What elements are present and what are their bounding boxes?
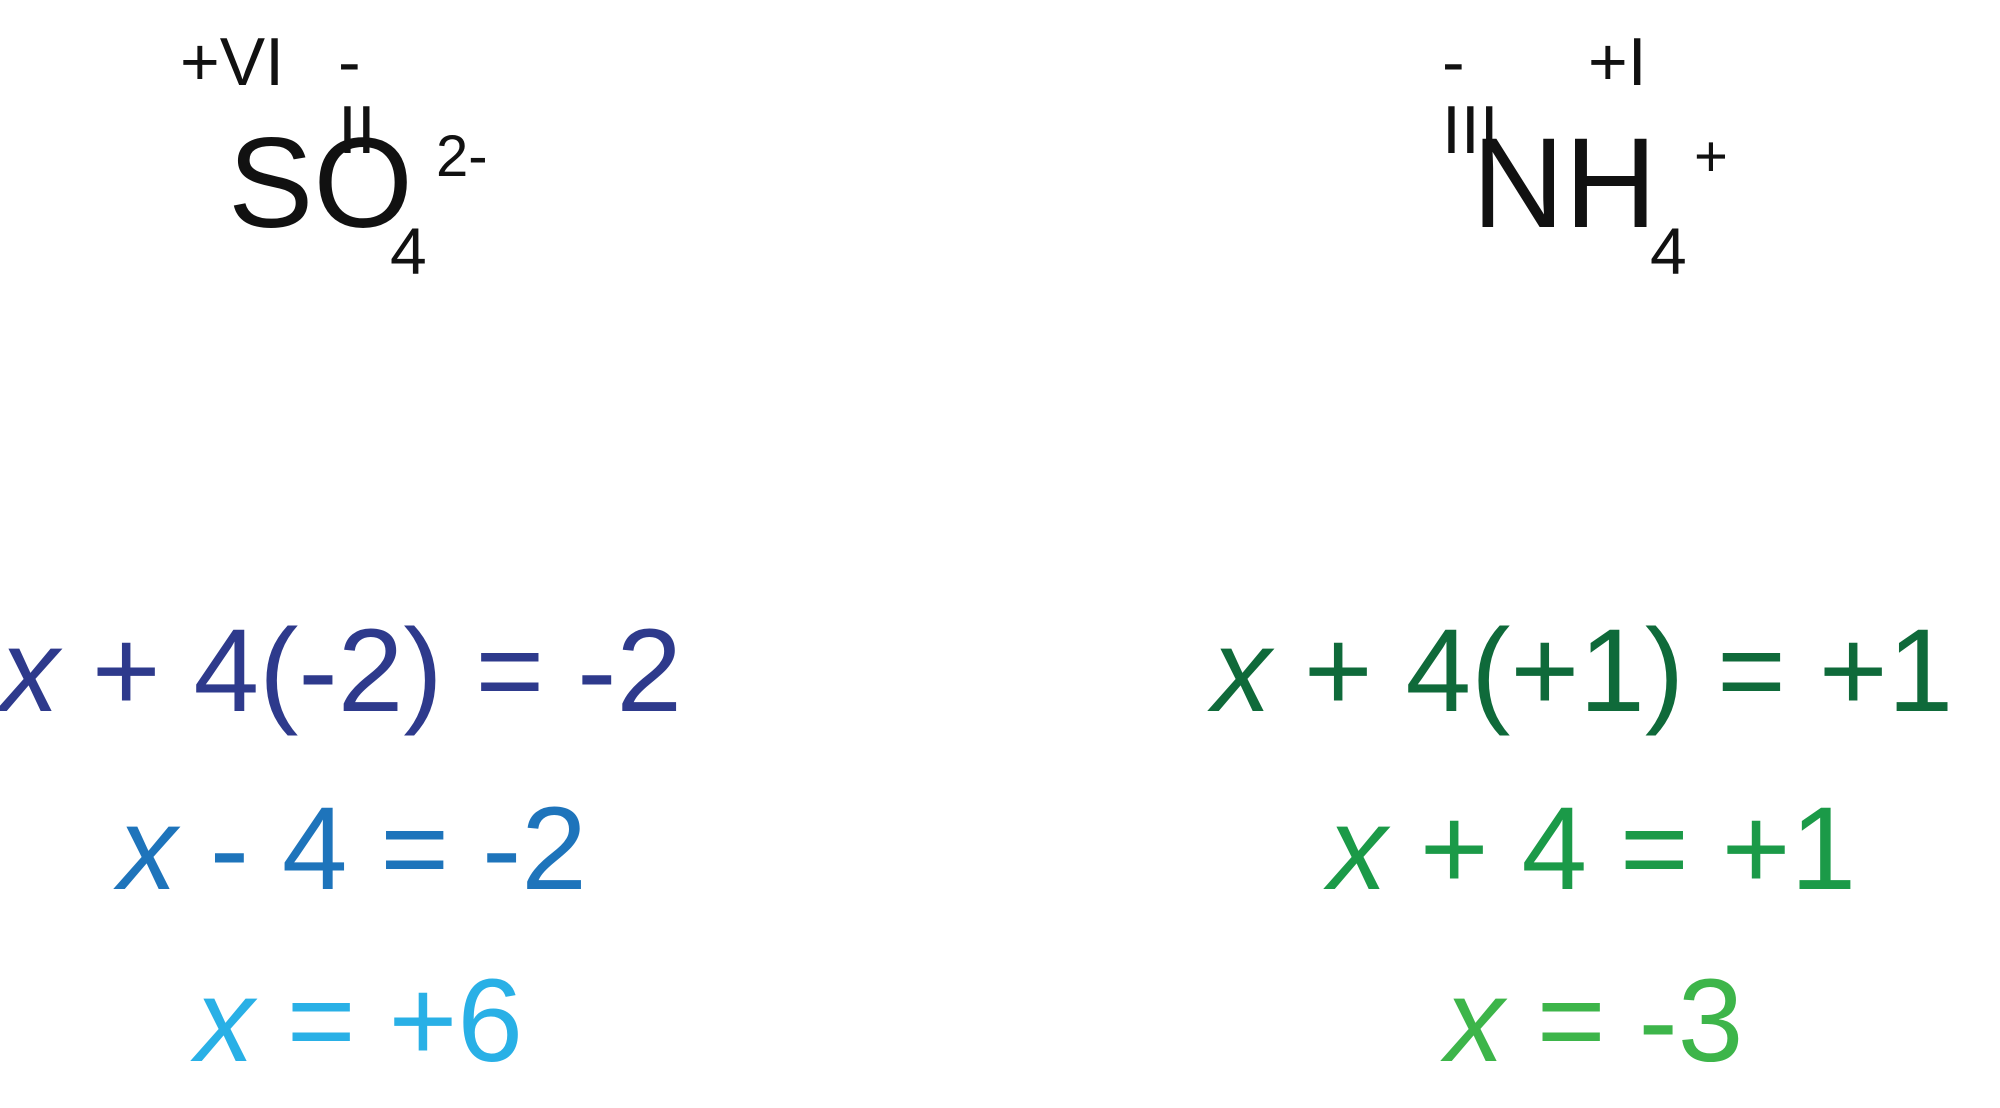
variable-x: x [0, 605, 59, 737]
equation-rest: = -3 [1504, 955, 1744, 1087]
ammonium-formula: NH [1472, 112, 1657, 255]
ammonium-equation-step-1: x + 4(+1) = +1 [1212, 612, 1953, 730]
equation-rest: + 4(-2) = -2 [59, 605, 683, 737]
nitrogen-oxidation-state: -III [1442, 24, 1499, 168]
variable-x: x [1445, 955, 1504, 1087]
hydrogen-oxidation-state: +I [1588, 24, 1647, 100]
oxygen-oxidation-state: -II [338, 24, 376, 168]
sulfate-formula: SO [228, 112, 413, 255]
sulfate-charge: 2- [436, 124, 488, 189]
sulfate-subscript: 4 [390, 214, 427, 288]
variable-x: x [1328, 783, 1387, 915]
sulfate-panel: +VI -II SO 4 2- x + 4(-2) = -2 x - 4 = -… [0, 0, 760, 1108]
sulfur-oxidation-state: +VI [180, 24, 284, 100]
variable-x: x [118, 783, 177, 915]
ammonium-panel: -III +I NH 4 + x + 4(+1) = +1 x + 4 = +1… [1200, 0, 2000, 1108]
equation-rest: + 4 = +1 [1387, 783, 1857, 915]
equation-rest: + 4(+1) = +1 [1271, 605, 1954, 737]
equation-rest: - 4 = -2 [177, 783, 587, 915]
ammonium-charge: + [1694, 124, 1728, 189]
variable-x: x [195, 955, 254, 1087]
equation-rest: = +6 [254, 955, 524, 1087]
ammonium-subscript: 4 [1650, 214, 1687, 288]
ammonium-equation-step-2: x + 4 = +1 [1328, 790, 1856, 908]
sulfate-equation-step-1: x + 4(-2) = -2 [0, 612, 682, 730]
ammonium-equation-step-3: x = -3 [1445, 962, 1743, 1080]
sulfate-equation-step-3: x = +6 [195, 962, 523, 1080]
variable-x: x [1212, 605, 1271, 737]
sulfate-equation-step-2: x - 4 = -2 [118, 790, 587, 908]
